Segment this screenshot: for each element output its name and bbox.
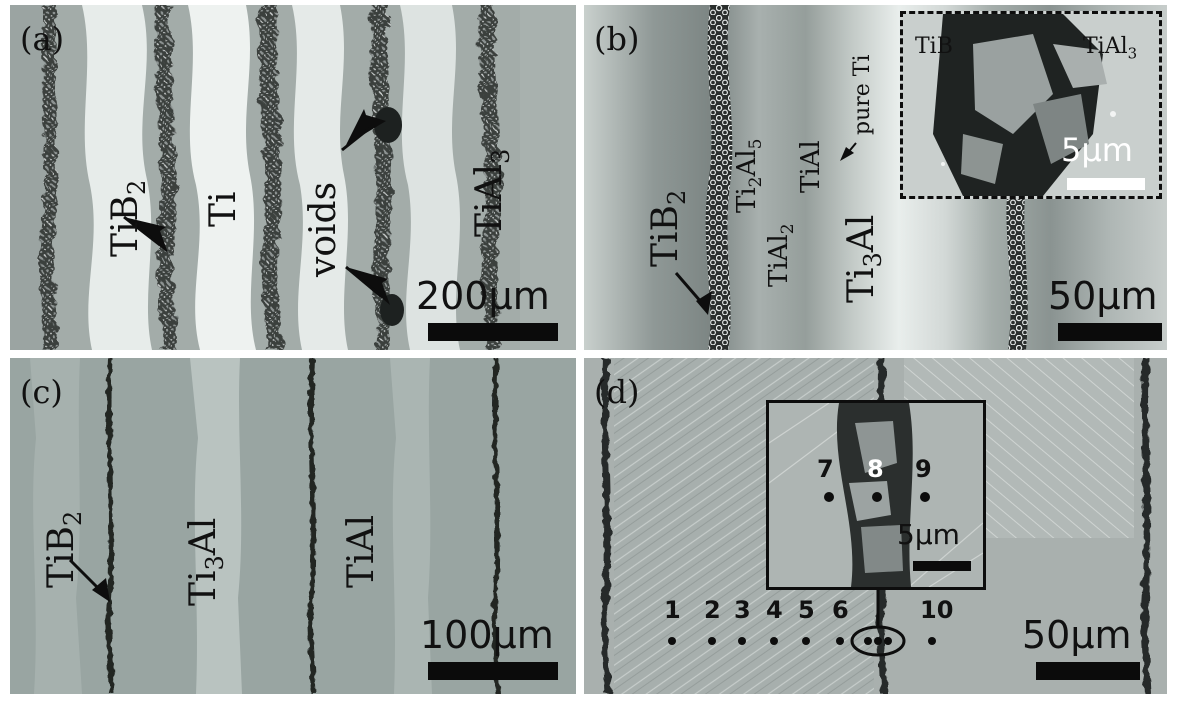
panel-a-scale-bar <box>428 323 558 341</box>
ti2al5-sub1: 2 <box>746 176 767 188</box>
panel-d-inset: 7 8 9 5μm <box>766 400 986 590</box>
panel-b-tial2-label: TiAl2 <box>764 223 799 287</box>
point-1: 1 <box>664 596 681 624</box>
panel-b-inset-scale-bar <box>1067 178 1145 190</box>
panel-a-voids-label: voids <box>303 181 344 277</box>
panel-a-tial3-label: TiAl3 <box>469 148 516 237</box>
inset-point-9: 9 <box>915 455 932 483</box>
point-5: 5 <box>798 596 815 624</box>
panel-b-scale-bar <box>1058 323 1162 341</box>
panel-c-ti3al-label: Ti3Al <box>183 517 230 606</box>
panel-b-inset-tib-label: TiB <box>915 34 953 59</box>
panel-d-scale-bar <box>1036 662 1140 680</box>
inset-point-8: 8 <box>867 455 884 483</box>
panel-a-micrograph: (a) TiB2 Ti voids TiAl3 200μm <box>10 5 576 350</box>
point-10: 10 <box>920 596 954 624</box>
point-3: 3 <box>734 596 751 624</box>
ti3al-al: Al <box>841 214 882 253</box>
panel-d-micrograph: (d) 7 8 9 5μm 1 2 <box>584 358 1167 694</box>
panel-b-inset: TiB TiAl3 5μm <box>900 11 1162 199</box>
panel-a-label: (a) <box>20 20 65 58</box>
ti3al-al: Al <box>183 517 224 556</box>
tib2-text: TiB <box>105 195 146 257</box>
panel-b-inset-scale-label: 5μm <box>1061 131 1133 169</box>
point-2: 2 <box>704 596 721 624</box>
point-4: 4 <box>766 596 783 624</box>
panel-c-scale-label: 100μm <box>420 613 554 657</box>
panel-a-scale-label: 200μm <box>416 274 550 318</box>
panel-d-label: (d) <box>594 373 640 411</box>
panel-c-micrograph: (c) TiB2 Ti3Al TiAl 100μm <box>10 358 576 694</box>
tial3-subscript: 3 <box>487 148 516 164</box>
panel-d-inset-scale-label: 5μm <box>897 518 960 551</box>
panel-c-tib2-label: TiB2 <box>41 510 88 588</box>
panel-b-tial-label: TiAl <box>796 140 826 193</box>
panel-b-inset-tial3-label: TiAl3 <box>1083 36 1137 61</box>
panel-c-image <box>10 358 576 694</box>
tial3-text: TiAl <box>469 163 510 237</box>
panel-c-label: (c) <box>20 373 63 411</box>
panel-b-inset-image <box>903 14 1159 196</box>
inset-tial3-subscript: 3 <box>1127 44 1138 63</box>
panel-b-scale-label: 50μm <box>1048 274 1158 318</box>
panel-d-inset-markers <box>824 492 930 502</box>
ti3al-ti: Ti <box>183 570 224 606</box>
panel-b-label: (b) <box>594 20 640 58</box>
panel-c-scale-bar <box>428 662 558 680</box>
tial2-subscript: 2 <box>778 223 799 235</box>
ti2al5-al: Al <box>732 149 762 177</box>
inset-point-7: 7 <box>817 455 834 483</box>
ti2al5-ti: Ti <box>732 187 762 213</box>
panel-c-tial-label: TiAl <box>341 514 382 588</box>
ti3al-ti: Ti <box>841 267 882 303</box>
ti3al-subscript: 3 <box>859 252 888 268</box>
panel-d-scale-label: 50μm <box>1022 613 1132 657</box>
panel-a-ti-label: Ti <box>203 191 244 227</box>
tib2-subscript: 2 <box>59 510 88 527</box>
panel-b-pure-ti-label: pure Ti <box>850 54 875 136</box>
panel-b-tib2-label: TiB2 <box>645 189 692 267</box>
ti2al5-sub2: 5 <box>746 138 767 150</box>
tib2-text: TiB <box>645 205 686 267</box>
panel-a-tib2-label: TiB2 <box>105 179 152 257</box>
panel-a-image <box>10 5 576 350</box>
panel-b-ti2al5-label: Ti2Al5 <box>732 138 767 213</box>
tib2-text: TiB <box>41 526 82 588</box>
panel-b-micrograph: (b) TiB2 Ti2Al5 TiAl2 TiAl Ti3Al pure Ti… <box>584 5 1167 350</box>
point-6: 6 <box>832 596 849 624</box>
panel-d-inset-scale-bar <box>913 561 971 571</box>
tib2-subscript: 2 <box>123 179 152 196</box>
inset-tial3-text: TiAl <box>1083 34 1128 59</box>
ti3al-subscript: 3 <box>201 555 230 571</box>
panel-b-ti3al-label: Ti3Al <box>841 214 888 303</box>
tib2-subscript: 2 <box>663 189 692 206</box>
tial2-text: TiAl <box>764 234 794 287</box>
